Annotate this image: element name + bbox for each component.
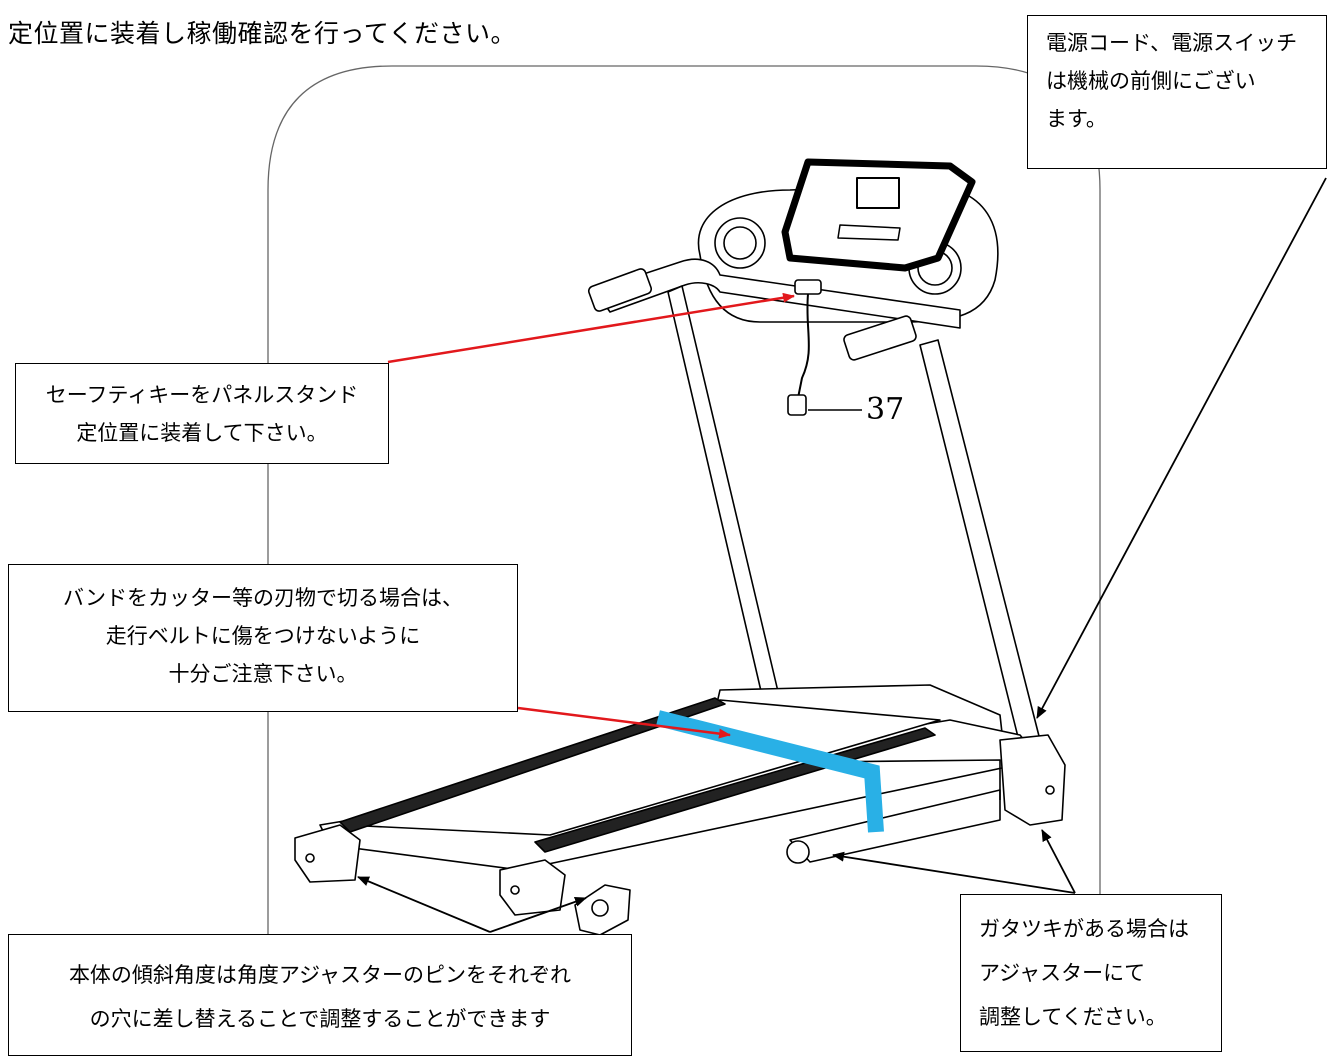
callout-incline-line: 本体の傾斜角度は角度アジャスターのピンをそれぞれ bbox=[68, 963, 572, 987]
callout-adjuster: ガタツキがある場合は アジャスターにて 調整してください。 bbox=[960, 894, 1222, 1052]
callout-safety-key-line: 定位置に装着して下さい。 bbox=[76, 421, 328, 445]
callout-incline: 本体の傾斜角度は角度アジャスターのピンをそれぞれ の穴に差し替えることで調整する… bbox=[8, 934, 632, 1056]
callout-adjuster-line: 調整してください。 bbox=[979, 1005, 1167, 1029]
safety-key-arrow bbox=[387, 292, 795, 364]
treadmill-illustration bbox=[294, 158, 1066, 936]
adjuster-arrow-right bbox=[1041, 829, 1076, 894]
adjuster-arrow-left bbox=[832, 851, 1076, 894]
callout-incline-line: の穴に差し替えることで調整することができます bbox=[89, 1007, 551, 1031]
callout-safety-key: セーフティキーをパネルスタンド 定位置に装着して下さい。 bbox=[15, 363, 389, 464]
callout-power-line: ます。 bbox=[1046, 107, 1107, 131]
callout-power: 電源コード、電源スイッチ は機械の前側にござい ます。 bbox=[1027, 15, 1327, 169]
callout-band-line: 走行ベルトに傷をつけないように bbox=[105, 624, 421, 648]
callout-power-line: 電源コード、電源スイッチ bbox=[1046, 31, 1298, 55]
callout-power-line: は機械の前側にござい bbox=[1046, 69, 1256, 93]
callout-adjuster-line: アジャスターにて bbox=[979, 961, 1146, 985]
part-number-label: 37 bbox=[866, 392, 905, 427]
callout-adjuster-line: ガタツキがある場合は bbox=[979, 917, 1189, 941]
band-arrow bbox=[517, 706, 731, 739]
incline-arrow-right bbox=[489, 896, 587, 933]
page-heading: 定位置に装着し稼働確認を行ってください。 bbox=[8, 19, 517, 48]
power-arrow bbox=[1036, 177, 1327, 719]
callout-band-line: バンドをカッター等の刃物で切る場合は、 bbox=[62, 586, 464, 610]
callout-band: バンドをカッター等の刃物で切る場合は、 走行ベルトに傷をつけないように 十分ご注… bbox=[8, 564, 518, 712]
callout-band-line: 十分ご注意下さい。 bbox=[168, 662, 358, 686]
callout-safety-key-line: セーフティキーをパネルスタンド bbox=[45, 383, 359, 407]
incline-arrow-left bbox=[357, 876, 491, 933]
